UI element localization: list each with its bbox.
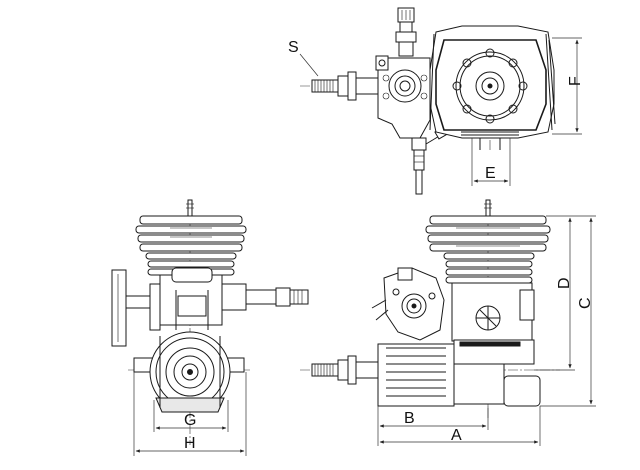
front-head-fins (135, 215, 247, 276)
label-e: E (485, 165, 496, 182)
threaded-shaft-top (311, 71, 379, 101)
label-d: D (556, 277, 573, 289)
label-g: G (184, 412, 196, 429)
label-s: S (288, 39, 299, 56)
side-head-fins (425, 215, 551, 284)
label-f: F (567, 76, 584, 86)
side-view (300, 199, 596, 446)
label-c: C (577, 297, 594, 309)
cylinder-head-top (429, 25, 556, 150)
label-a: A (451, 427, 462, 444)
label-b: B (404, 410, 415, 427)
label-h: H (184, 435, 196, 452)
threaded-shaft-side (311, 355, 379, 385)
front-view (111, 199, 309, 456)
top-view (299, 7, 582, 195)
